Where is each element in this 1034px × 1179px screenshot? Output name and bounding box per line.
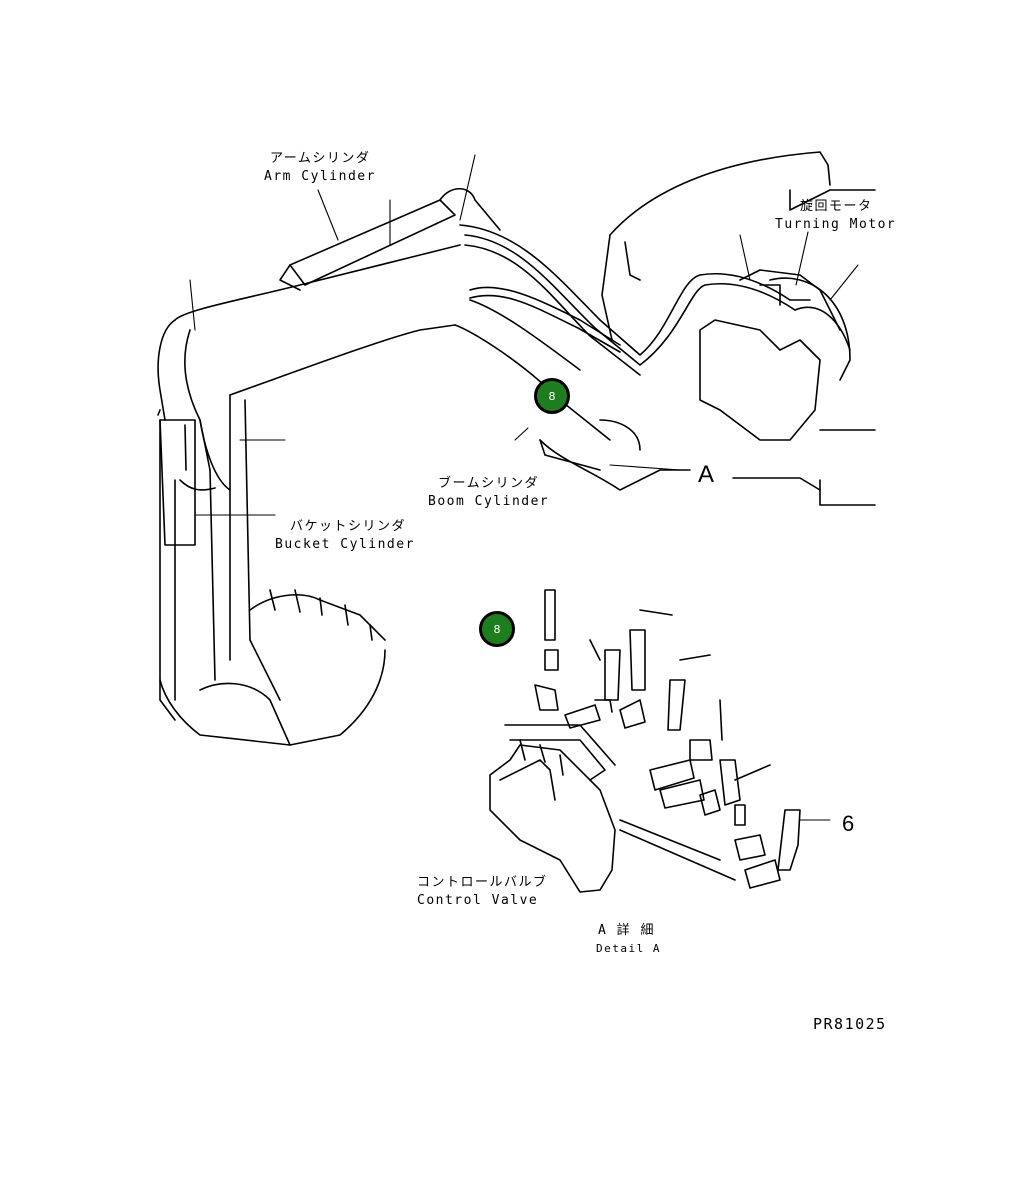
boom-cylinder-label-jp: ブームシリンダ — [438, 476, 540, 491]
view-a-letter: A — [698, 461, 715, 488]
detail-a-label-en: Detail A — [596, 942, 661, 955]
arm-cylinder-label-en: Arm Cylinder — [264, 169, 376, 184]
part-callout-6: 6 — [842, 811, 855, 836]
boom — [174, 244, 691, 491]
control-valve-label-jp: コントロールバルブ — [417, 875, 548, 890]
boom-cylinder-label-en: Boom Cylinder — [428, 494, 550, 509]
detail-a-label-jp: A 詳 細 — [598, 923, 655, 938]
boom-hoses — [459, 224, 851, 381]
arm-cylinder-label-jp: アームシリンダ — [270, 151, 371, 166]
bucket-cylinder-label-en: Bucket Cylinder — [275, 537, 415, 552]
bucket — [159, 589, 386, 746]
turning-motor — [699, 269, 841, 441]
bucket-cylinder — [157, 409, 196, 546]
part-marker-8-boom[interactable]: 8 — [534, 378, 570, 414]
leader-lines — [189, 154, 859, 821]
upper-structure — [601, 151, 876, 506]
part-marker-8-detail[interactable]: 8 — [479, 611, 515, 647]
bucket-cylinder-label-jp: バケットシリンダ — [290, 519, 407, 534]
detail-a-exploded — [489, 589, 801, 893]
turning-motor-label-jp: 旋回モータ — [800, 199, 873, 214]
drawing-number: PR81025 — [813, 1015, 887, 1033]
control-valve-label-en: Control Valve — [417, 893, 539, 908]
arm — [157, 319, 251, 721]
turning-motor-label-en: Turning Motor — [775, 217, 897, 232]
